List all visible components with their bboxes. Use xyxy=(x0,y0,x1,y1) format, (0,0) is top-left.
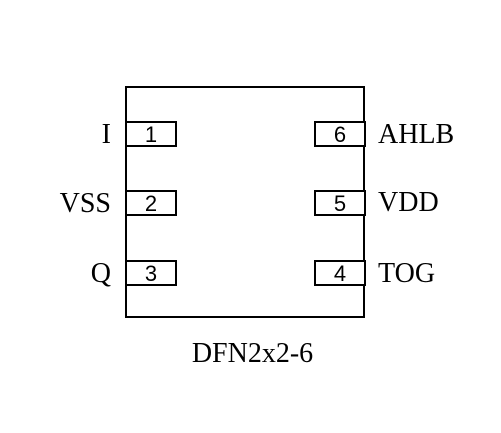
pin-6-pad: 6 xyxy=(314,121,366,147)
package-label: DFN2x2-6 xyxy=(191,338,314,369)
pin-3-pad: 3 xyxy=(125,260,177,286)
pin-5-name: VDD xyxy=(378,187,439,218)
pin-2-name: VSS xyxy=(59,188,111,219)
pin-1-name: I xyxy=(101,119,111,150)
pin-5-pad: 5 xyxy=(314,190,366,216)
pin-3-name: Q xyxy=(90,258,111,289)
pin-2-pad: 2 xyxy=(125,190,177,216)
pin-1-pad: 1 xyxy=(125,121,177,147)
pin-4-pad: 4 xyxy=(314,260,366,286)
pin-6-name: AHLB xyxy=(378,119,455,150)
pin-4-name: TOG xyxy=(378,258,436,289)
